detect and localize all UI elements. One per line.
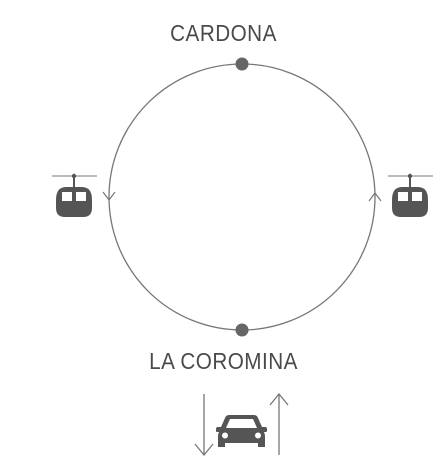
arrow-up-icon [269, 392, 289, 455]
arrow-down-icon [194, 394, 214, 457]
top-station-label: CARDONA [170, 20, 277, 46]
bottom-station-label: LA COROMINA [149, 348, 298, 374]
car-icon [216, 415, 267, 447]
top-station-dot [235, 57, 249, 71]
gondola-cabin-icon [388, 173, 433, 217]
cable-loop [108, 63, 376, 331]
loop-direction-down-chevron [102, 191, 116, 201]
gondola-cabin-icon [52, 173, 97, 217]
loop-direction-up-chevron [368, 192, 382, 202]
bottom-station-dot [235, 323, 249, 337]
